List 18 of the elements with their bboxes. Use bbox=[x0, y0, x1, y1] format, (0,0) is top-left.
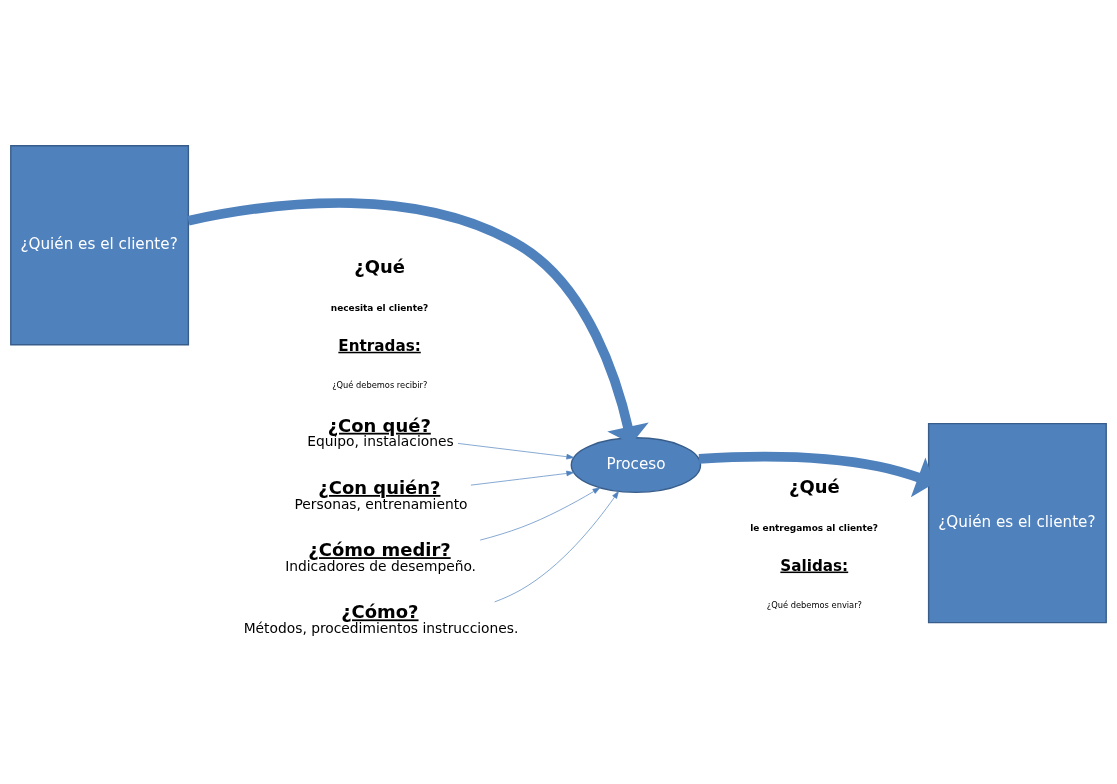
arrow bbox=[494, 490, 619, 602]
label: ¿Qué debemos recibir? bbox=[332, 379, 428, 390]
node-text: ¿Con qué? Equipo, instalaciones bbox=[307, 414, 454, 449]
label: ¿Qué bbox=[354, 255, 405, 277]
label: necesita el cliente? bbox=[330, 302, 429, 313]
node-text: ¿Cómo? Métodos, procedimientos instrucciones. bbox=[243, 600, 519, 636]
arrow bbox=[470, 470, 574, 485]
node-box: ¿Quién es el cliente? bbox=[10, 144, 190, 345]
arrow bbox=[479, 486, 601, 540]
label: le entregamos al cliente? bbox=[750, 522, 879, 533]
label: ¿Qué bbox=[788, 475, 840, 497]
arrow bbox=[457, 442, 574, 459]
node-box: ¿Quién es el cliente? bbox=[927, 422, 1107, 623]
label: Salidas: bbox=[780, 556, 849, 575]
label: ¿Qué debemos enviar? bbox=[766, 599, 862, 610]
label: Entradas: bbox=[338, 336, 421, 355]
node-text: ¿Cómo medir? Indicadores de desempeño. bbox=[285, 538, 477, 574]
node-text: ¿Con quién? Personas, entrenamiento bbox=[294, 476, 468, 512]
